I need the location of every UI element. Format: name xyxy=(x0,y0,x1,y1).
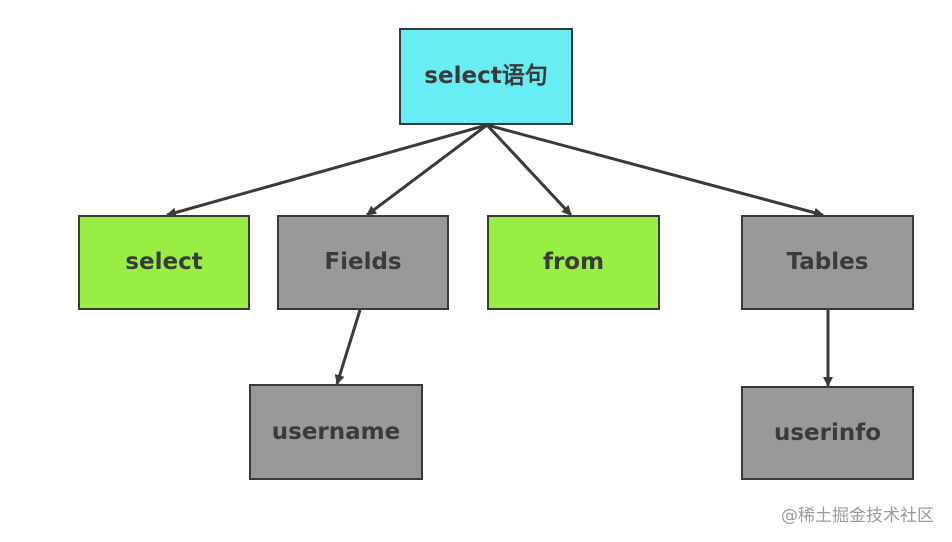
edge-root-to-select xyxy=(166,123,488,218)
edge-root-to-fields xyxy=(366,123,488,217)
node-label-from-keyword: from xyxy=(542,249,605,275)
node-label-select-statement: select语句 xyxy=(424,63,548,89)
node-select-statement: select语句 xyxy=(399,28,573,125)
node-tables: Tables xyxy=(741,215,914,310)
node-label-select-keyword: select xyxy=(125,249,203,275)
edge-root-to-tables xyxy=(486,123,824,218)
node-label-tables: Tables xyxy=(786,249,869,275)
watermark: @稀土掘金技术社区 xyxy=(781,506,934,526)
edge-fields-to-username xyxy=(334,309,362,385)
node-fields: Fields xyxy=(277,215,449,310)
node-select-keyword: select xyxy=(78,215,250,310)
node-label-userinfo: userinfo xyxy=(773,419,882,446)
edge-root-to-from xyxy=(485,123,573,217)
node-userinfo: userinfo xyxy=(741,386,914,480)
node-label-username: username xyxy=(271,418,401,445)
node-label-fields: Fields xyxy=(324,249,402,275)
node-from-keyword: from xyxy=(487,215,660,310)
node-username: username xyxy=(249,384,423,480)
